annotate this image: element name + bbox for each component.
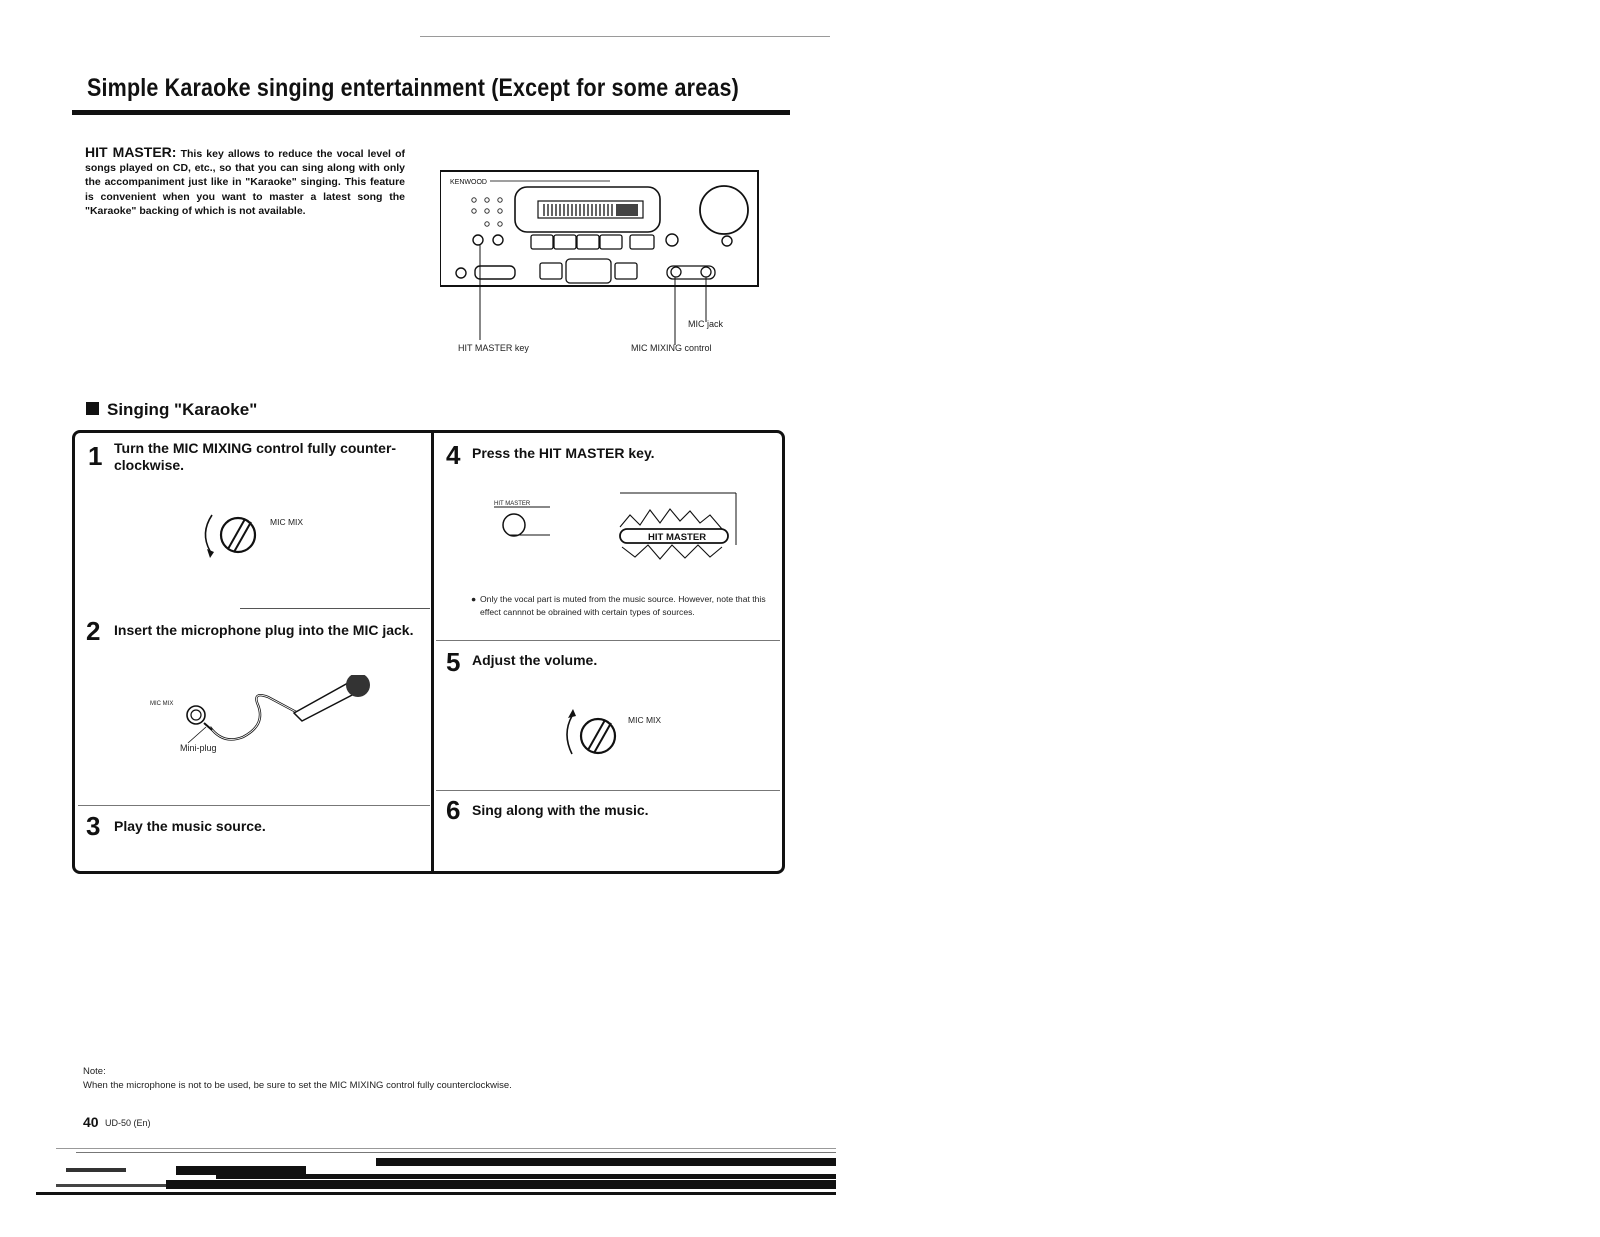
amplifier-front-panel-diagram: KENWOOD xyxy=(440,170,759,353)
step-separator xyxy=(436,640,780,641)
hit-master-description: HIT MASTER: This key allows to reduce th… xyxy=(85,145,405,218)
step-3-number: 3 xyxy=(86,811,101,841)
step-2-text: Insert the microphone plug into the MIC … xyxy=(114,622,414,638)
hit-master-key-label: HIT MASTER key xyxy=(458,343,529,353)
microphone-plug-figure: MIC MIX Mini-plug xyxy=(150,675,370,753)
hit-master-body: This key allows to reduce the vocal leve… xyxy=(85,148,406,217)
note-heading: Note: xyxy=(83,1066,106,1077)
bullet-icon: ● xyxy=(471,594,477,604)
step-2-number: 2 xyxy=(86,616,101,646)
step-4-note-text: Only the vocal part is muted from the mu… xyxy=(480,594,766,617)
step-5-number: 5 xyxy=(446,647,461,677)
hit-master-small-label: HIT MASTER xyxy=(494,501,531,507)
page-number: 40 xyxy=(83,1114,99,1130)
mic-mix-knob-ccw-figure: MIC MIX xyxy=(204,514,303,558)
step-1-number: 1 xyxy=(88,441,103,471)
hit-master-display-label: HIT MASTER xyxy=(648,532,706,543)
mini-plug-label: Mini-plug xyxy=(180,743,217,753)
section-heading: Singing "Karaoke" xyxy=(86,400,257,420)
steps-panel xyxy=(72,430,785,874)
scan-artifact xyxy=(36,1148,836,1195)
page-title: Simple Karaoke singing entertainment (Ex… xyxy=(87,74,739,102)
hit-master-lead: HIT MASTER: xyxy=(85,144,177,160)
brand-logo: KENWOOD xyxy=(450,179,487,186)
square-bullet-icon xyxy=(86,402,99,415)
title-rule xyxy=(72,110,790,115)
steps-column-divider xyxy=(431,432,434,872)
mic-jack-label: MIC jack xyxy=(688,319,724,329)
step-1-text: Turn the MIC MIXING control fully counte… xyxy=(114,440,397,473)
model-code: UD-50 (En) xyxy=(105,1118,151,1128)
hit-master-key-figure: HIT MASTER HIT MASTER xyxy=(494,492,737,560)
mic-mix-label: MIC MIX xyxy=(270,517,303,527)
step-4-note: ● Only the vocal part is muted from the … xyxy=(471,593,778,618)
step-3-text: Play the music source. xyxy=(114,818,266,834)
mic-mixing-control-label: MIC MIXING control xyxy=(631,343,712,353)
step-separator xyxy=(240,608,430,609)
mic-mix-label-2: MIC MIX xyxy=(628,715,661,725)
step-6-text: Sing along with the music. xyxy=(472,802,649,818)
top-hairline xyxy=(420,36,830,37)
step-4-text: Press the HIT MASTER key. xyxy=(472,445,655,461)
mic-mix-small-label: MIC MIX xyxy=(150,701,173,707)
mic-mix-knob-cw-figure: MIC MIX xyxy=(566,709,661,755)
section-heading-text: Singing "Karaoke" xyxy=(107,400,258,419)
step-separator xyxy=(436,790,780,791)
note-text: When the microphone is not to be used, b… xyxy=(83,1080,512,1091)
step-4-number: 4 xyxy=(446,440,461,470)
step-5-text: Adjust the volume. xyxy=(472,652,598,668)
step-6-number: 6 xyxy=(446,795,461,825)
step-separator xyxy=(78,805,430,806)
